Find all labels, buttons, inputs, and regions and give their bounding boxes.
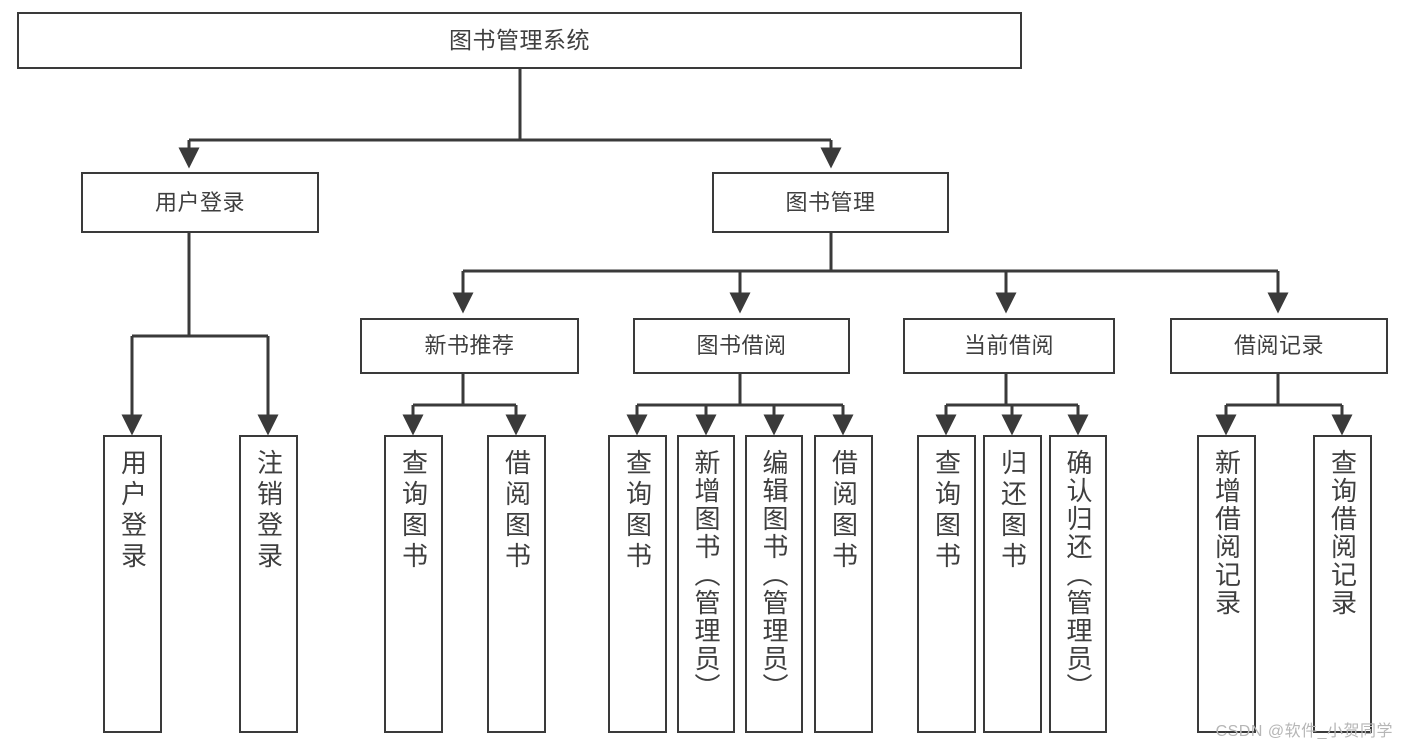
watermark: CSDN @软件_小贺同学 xyxy=(1215,723,1393,740)
node-leaf-query-book-1-label: 查询图书 xyxy=(398,449,429,573)
node-leaf-query-book-2[interactable]: 查询图书 xyxy=(608,435,667,733)
node-leaf-add-record[interactable]: 新增借阅记录 xyxy=(1197,435,1256,733)
node-leaf-return-book-label: 归还图书 xyxy=(997,449,1028,573)
node-leaf-user-login[interactable]: 用户登录 xyxy=(103,435,162,733)
node-leaf-add-book-label: 新增图书（管理员） xyxy=(691,449,721,701)
node-current-borrow[interactable]: 当前借阅 xyxy=(903,318,1115,374)
node-borrow-record[interactable]: 借阅记录 xyxy=(1170,318,1388,374)
node-book-borrow-label: 图书借阅 xyxy=(696,333,787,359)
node-new-book-recommend[interactable]: 新书推荐 xyxy=(360,318,579,374)
node-leaf-borrow-book-1[interactable]: 借阅图书 xyxy=(487,435,546,733)
node-leaf-query-book-3-label: 查询图书 xyxy=(931,449,962,573)
node-book-manage[interactable]: 图书管理 xyxy=(712,172,949,233)
node-leaf-edit-book[interactable]: 编辑图书（管理员） xyxy=(745,435,803,733)
node-leaf-return-book[interactable]: 归还图书 xyxy=(983,435,1042,733)
node-leaf-confirm-return[interactable]: 确认归还（管理员） xyxy=(1049,435,1107,733)
node-leaf-borrow-book-2-label: 借阅图书 xyxy=(828,449,859,573)
node-book-borrow[interactable]: 图书借阅 xyxy=(633,318,850,374)
node-leaf-confirm-return-label: 确认归还（管理员） xyxy=(1063,449,1093,701)
node-root[interactable]: 图书管理系统 xyxy=(17,12,1022,69)
node-leaf-query-book-1[interactable]: 查询图书 xyxy=(384,435,443,733)
node-leaf-query-record-label: 查询借阅记录 xyxy=(1327,449,1358,617)
node-current-borrow-label: 当前借阅 xyxy=(963,333,1054,359)
node-leaf-add-record-label: 新增借阅记录 xyxy=(1211,449,1242,617)
node-leaf-edit-book-label: 编辑图书（管理员） xyxy=(759,449,789,701)
node-leaf-query-record[interactable]: 查询借阅记录 xyxy=(1313,435,1372,733)
node-new-book-recommend-label: 新书推荐 xyxy=(424,333,515,359)
node-user-login[interactable]: 用户登录 xyxy=(81,172,319,233)
node-leaf-logout-login[interactable]: 注销登录 xyxy=(239,435,298,733)
node-root-label: 图书管理系统 xyxy=(449,27,590,54)
node-leaf-logout-login-label: 注销登录 xyxy=(253,449,284,573)
node-book-manage-label: 图书管理 xyxy=(785,189,876,215)
node-leaf-borrow-book-1-label: 借阅图书 xyxy=(501,449,532,573)
node-leaf-query-book-3[interactable]: 查询图书 xyxy=(917,435,976,733)
node-leaf-query-book-2-label: 查询图书 xyxy=(622,449,653,573)
node-leaf-add-book[interactable]: 新增图书（管理员） xyxy=(677,435,735,733)
node-borrow-record-label: 借阅记录 xyxy=(1233,333,1324,359)
node-leaf-user-login-label: 用户登录 xyxy=(117,449,148,573)
node-user-login-label: 用户登录 xyxy=(154,189,245,215)
node-leaf-borrow-book-2[interactable]: 借阅图书 xyxy=(814,435,873,733)
